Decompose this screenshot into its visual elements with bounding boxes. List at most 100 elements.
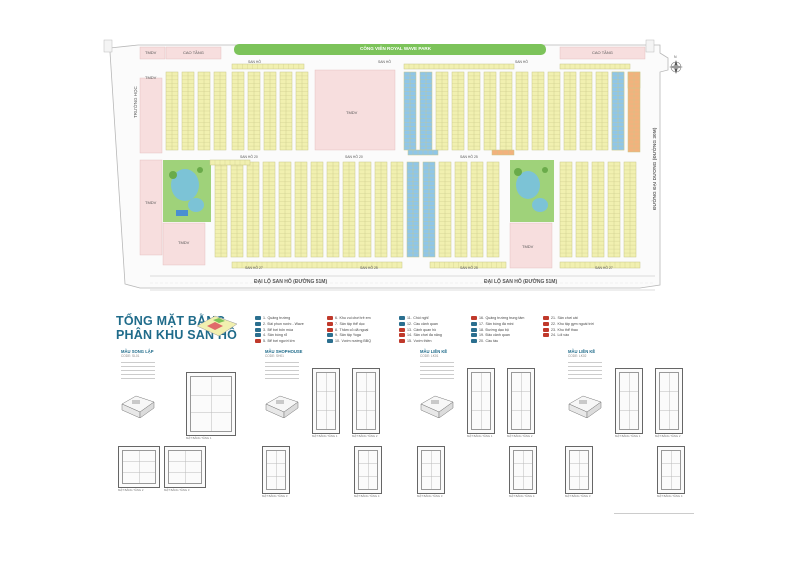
spec-line xyxy=(568,366,602,367)
legend-number: 20. xyxy=(479,339,484,344)
street-label: SAN HÔ 20 xyxy=(345,155,363,159)
legend-item: 23.Khu thể thao xyxy=(543,327,578,332)
legend-text: Lối vào xyxy=(557,333,570,338)
isometric-view-icon xyxy=(417,388,457,419)
tmdv-center xyxy=(314,69,396,151)
lot-row xyxy=(403,63,515,70)
floor-plan-rooms xyxy=(316,372,336,430)
legend-text: Sân tập Yoga xyxy=(339,333,361,338)
floor-plan xyxy=(467,368,495,434)
house-type-code: CODE: SL01 xyxy=(121,354,140,358)
legend-text: Sân tập thể dục xyxy=(339,321,365,326)
house-type-title: MẪU LIỀN KỀ xyxy=(420,349,448,354)
floor-plan xyxy=(565,446,593,494)
spec-line xyxy=(568,370,602,371)
legend-marker-icon xyxy=(471,316,477,320)
legend-item: 10.Vườn nướng BBQ xyxy=(327,339,372,344)
legend-text: Vườn nướng BBQ xyxy=(341,339,372,344)
isometric-view-icon xyxy=(262,388,302,419)
floor-plan-rooms xyxy=(471,372,491,430)
lot-row xyxy=(559,161,573,258)
tmdv-label: TMDV xyxy=(522,244,534,249)
legend-item: 3.Bể bơi bốn mùa xyxy=(255,327,293,332)
legend-marker-icon xyxy=(399,321,405,326)
lot-row xyxy=(310,161,324,258)
floor-plan-rooms xyxy=(511,372,531,430)
legend-text: Đảo cảnh quan xyxy=(485,333,510,338)
legend-marker-icon xyxy=(543,316,549,320)
lot-row xyxy=(231,71,245,151)
floor-plan xyxy=(509,446,537,494)
legend-item: 24.Lối vào xyxy=(543,333,570,338)
legend-number: 7. xyxy=(335,321,338,326)
floor-plan-rooms xyxy=(659,372,679,430)
legend-item: 18.Đường dạo bộ xyxy=(471,327,509,332)
house-type-title: MẪU SHOPHOUSE xyxy=(265,349,303,354)
street-label: SAN HÔ 25 xyxy=(360,266,378,270)
lot-row xyxy=(499,71,513,151)
lot-row xyxy=(451,71,465,151)
legend-marker-icon xyxy=(471,339,477,344)
floor-plan xyxy=(352,368,380,434)
lot-row xyxy=(595,71,609,151)
lot-row xyxy=(197,71,211,151)
lot-row xyxy=(623,161,637,258)
tmdv-label: TMDV xyxy=(145,50,157,55)
floor-plan xyxy=(164,446,206,488)
lot-row xyxy=(579,71,593,151)
legend-text: Sân chơi cát xyxy=(557,316,578,320)
house-type-title: MẪU SONG LẬP xyxy=(121,349,154,354)
tmdv-label: TMDV xyxy=(346,110,358,115)
spec-line xyxy=(121,370,155,371)
lot-row xyxy=(214,161,228,258)
school-zone xyxy=(139,77,163,154)
lot-row xyxy=(295,71,309,151)
lot-row xyxy=(231,63,305,70)
floor-plan xyxy=(312,368,340,434)
legend-text: Cảnh quan hồ xyxy=(413,327,437,332)
lot-row xyxy=(279,71,293,151)
cao-tang-left xyxy=(165,46,222,60)
floor-plan xyxy=(186,372,236,436)
spec-line xyxy=(420,362,454,363)
legend-number: 19. xyxy=(479,333,484,338)
spec-line xyxy=(420,374,454,375)
royal-wave-park xyxy=(234,44,546,55)
spec-line xyxy=(121,366,155,367)
lot-row xyxy=(165,71,179,151)
legend-number: 23. xyxy=(551,327,556,332)
legend-text: Cầu tàu xyxy=(485,339,499,344)
lot-row xyxy=(486,161,500,258)
legend-number: 6. xyxy=(335,316,338,320)
lot-row xyxy=(491,149,515,156)
lot-row xyxy=(467,71,481,151)
lot-row xyxy=(627,71,641,153)
legend-marker-icon xyxy=(255,327,261,332)
legend-item: 22.Khu tập gym ngoài trời xyxy=(543,321,594,326)
legend-item: 14.Sân chơi đa năng xyxy=(399,333,442,338)
spec-line xyxy=(265,362,299,363)
lot-row xyxy=(607,161,621,258)
lot-row xyxy=(209,159,251,166)
floor-plan xyxy=(417,446,445,494)
legend-number: 16. xyxy=(479,316,484,320)
floor-plan xyxy=(655,368,683,434)
floor-plan-rooms xyxy=(513,450,533,490)
floor-plan-caption: MẶT BẰNG TẦNG 2 xyxy=(352,434,378,438)
legend-item: 1.Quảng trường xyxy=(255,316,290,320)
lot-row xyxy=(403,71,417,151)
school-label: TRƯỜNG HỌC xyxy=(133,86,138,118)
east-road-label: ĐƯỜNG ĐẠI DƯƠNG (ĐƯỜNG 30M) xyxy=(653,127,658,210)
floor-plan-rooms xyxy=(266,450,286,490)
legend-marker-icon xyxy=(255,321,261,326)
legend-number: 4. xyxy=(263,333,266,338)
legend-number: 14. xyxy=(407,333,412,338)
lot-row xyxy=(470,161,484,258)
lot-row xyxy=(407,149,439,156)
floor-plan-rooms xyxy=(358,450,378,490)
legend-text: Cầu cảnh quan xyxy=(413,321,438,326)
legend-marker-icon xyxy=(471,327,477,332)
legend-text: Khu vui chơi trẻ em xyxy=(339,316,371,320)
